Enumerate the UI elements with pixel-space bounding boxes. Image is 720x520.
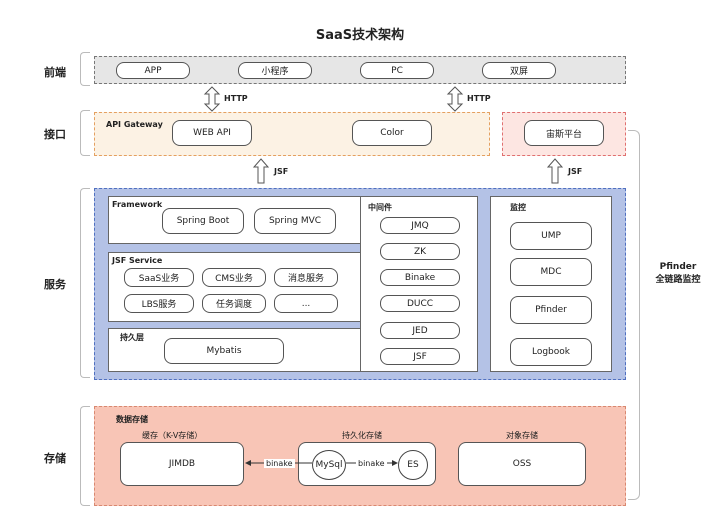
http-label-right: HTTP [467, 94, 491, 103]
mybatis-node[interactable]: Mybatis [164, 338, 284, 364]
service-bracket [80, 188, 90, 378]
web-api-node[interactable]: WEB API [172, 120, 252, 146]
frontend-item-app[interactable]: APP [116, 62, 190, 79]
es-node[interactable]: ES [398, 450, 428, 480]
middleware-item-binake[interactable]: Binake [380, 269, 460, 286]
frontend-item-miniprogram[interactable]: 小程序 [238, 62, 312, 79]
middleware-label: 中间件 [368, 203, 392, 212]
persist-label: 持久化存储 [342, 431, 382, 440]
middleware-item-jmq[interactable]: JMQ [380, 217, 460, 234]
storage-bracket [80, 406, 90, 506]
universe-platform-node[interactable]: 宙斯平台 [524, 120, 604, 146]
interface-bracket [80, 110, 90, 156]
color-node[interactable]: Color [352, 120, 432, 146]
more-services-node[interactable]: ... [274, 294, 338, 313]
jsf-label-left: JSF [274, 167, 289, 176]
spring-boot-node[interactable]: Spring Boot [162, 208, 244, 234]
pfinder-label-line2: 全链路监控 [655, 275, 701, 285]
monitoring-item-logbook[interactable]: Logbook [510, 338, 592, 366]
layer-label-service: 服务 [44, 278, 66, 291]
pfinder-label: Pfinder 全链路监控 [646, 262, 710, 285]
jsf-arrow-right [546, 158, 564, 184]
mysql-node[interactable]: MySql [312, 450, 346, 480]
storage-label: 数据存储 [116, 415, 148, 424]
monitoring-item-mdc[interactable]: MDC [510, 258, 592, 286]
persistence-label: 持久层 [120, 333, 144, 342]
message-service-node[interactable]: 消息服务 [274, 268, 338, 287]
jsf-label-right: JSF [568, 167, 583, 176]
binake-edge-right: binake [356, 459, 387, 468]
layer-label-storage: 存储 [44, 452, 66, 465]
frontend-item-pc[interactable]: PC [360, 62, 434, 79]
pfinder-bracket [628, 130, 640, 500]
middleware-item-jsf[interactable]: JSF [380, 348, 460, 365]
object-storage-label: 对象存储 [506, 431, 538, 440]
jsf-service-label: JSF Service [112, 256, 163, 265]
binake-edge-left: binake [264, 459, 295, 468]
frontend-item-dual-screen[interactable]: 双屏 [482, 62, 556, 79]
monitoring-item-pfinder[interactable]: Pfinder [510, 296, 592, 324]
cms-business-node[interactable]: CMS业务 [202, 268, 266, 287]
layer-label-interface: 接口 [44, 128, 66, 141]
http-arrow-right [446, 86, 464, 112]
task-scheduling-node[interactable]: 任务调度 [202, 294, 266, 313]
jsf-arrow-left [252, 158, 270, 184]
api-gateway-label: API Gateway [106, 120, 163, 129]
frontend-bracket [80, 52, 90, 86]
pfinder-label-line1: Pfinder [659, 262, 697, 272]
http-label-left: HTTP [224, 94, 248, 103]
middleware-item-zk[interactable]: ZK [380, 243, 460, 260]
spring-mvc-node[interactable]: Spring MVC [254, 208, 336, 234]
monitoring-label: 监控 [510, 203, 526, 212]
lbs-service-node[interactable]: LBS服务 [124, 294, 194, 313]
oss-node[interactable]: OSS [458, 442, 586, 486]
diagram-title: SaaS技术架构 [315, 28, 405, 43]
monitoring-item-ump[interactable]: UMP [510, 222, 592, 250]
middleware-item-ducc[interactable]: DUCC [380, 295, 460, 312]
middleware-item-jed[interactable]: JED [380, 322, 460, 339]
cache-label: 缓存（K-V存储） [142, 431, 203, 440]
saas-business-node[interactable]: SaaS业务 [124, 268, 194, 287]
jimdb-node[interactable]: JIMDB [120, 442, 244, 486]
framework-label: Framework [112, 200, 163, 209]
http-arrow-left [203, 86, 221, 112]
layer-label-frontend: 前端 [44, 66, 66, 79]
